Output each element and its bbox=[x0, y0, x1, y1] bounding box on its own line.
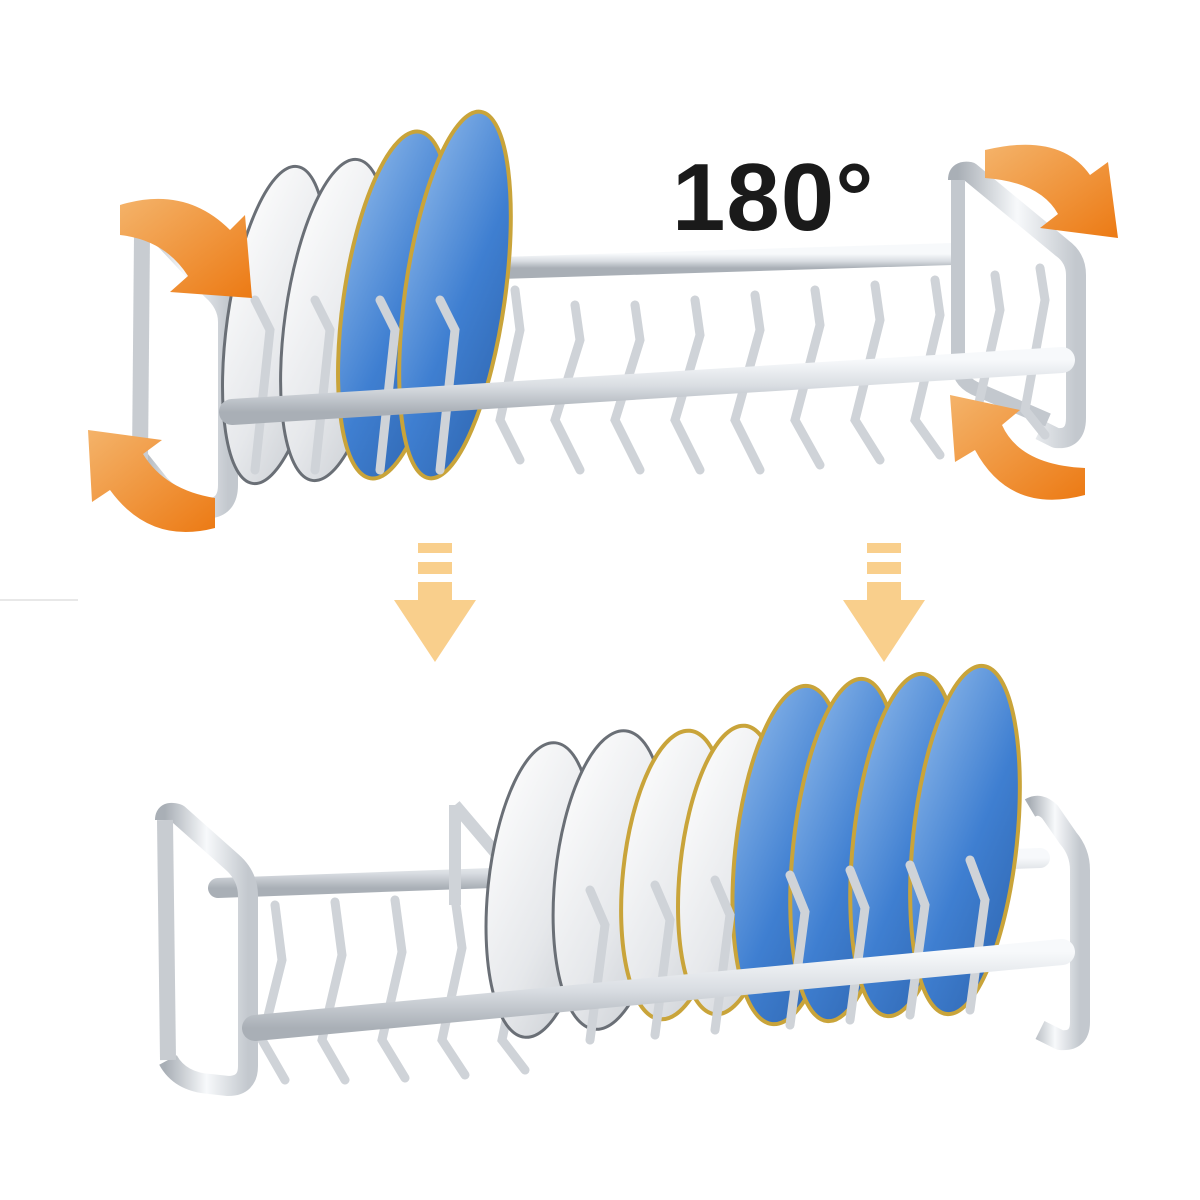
down-arrow-icon bbox=[394, 543, 476, 662]
rotation-label: 180° bbox=[672, 144, 875, 251]
top-rack bbox=[132, 109, 1086, 518]
bottom-rack bbox=[155, 663, 1090, 1096]
down-arrow-icon bbox=[843, 543, 925, 662]
curved-arrow-icon bbox=[985, 144, 1118, 238]
curved-arrow-icon bbox=[950, 395, 1085, 500]
bottom-plates bbox=[484, 663, 1022, 1039]
curved-arrow-icon bbox=[88, 430, 215, 533]
curved-arrow-icon bbox=[120, 198, 252, 298]
